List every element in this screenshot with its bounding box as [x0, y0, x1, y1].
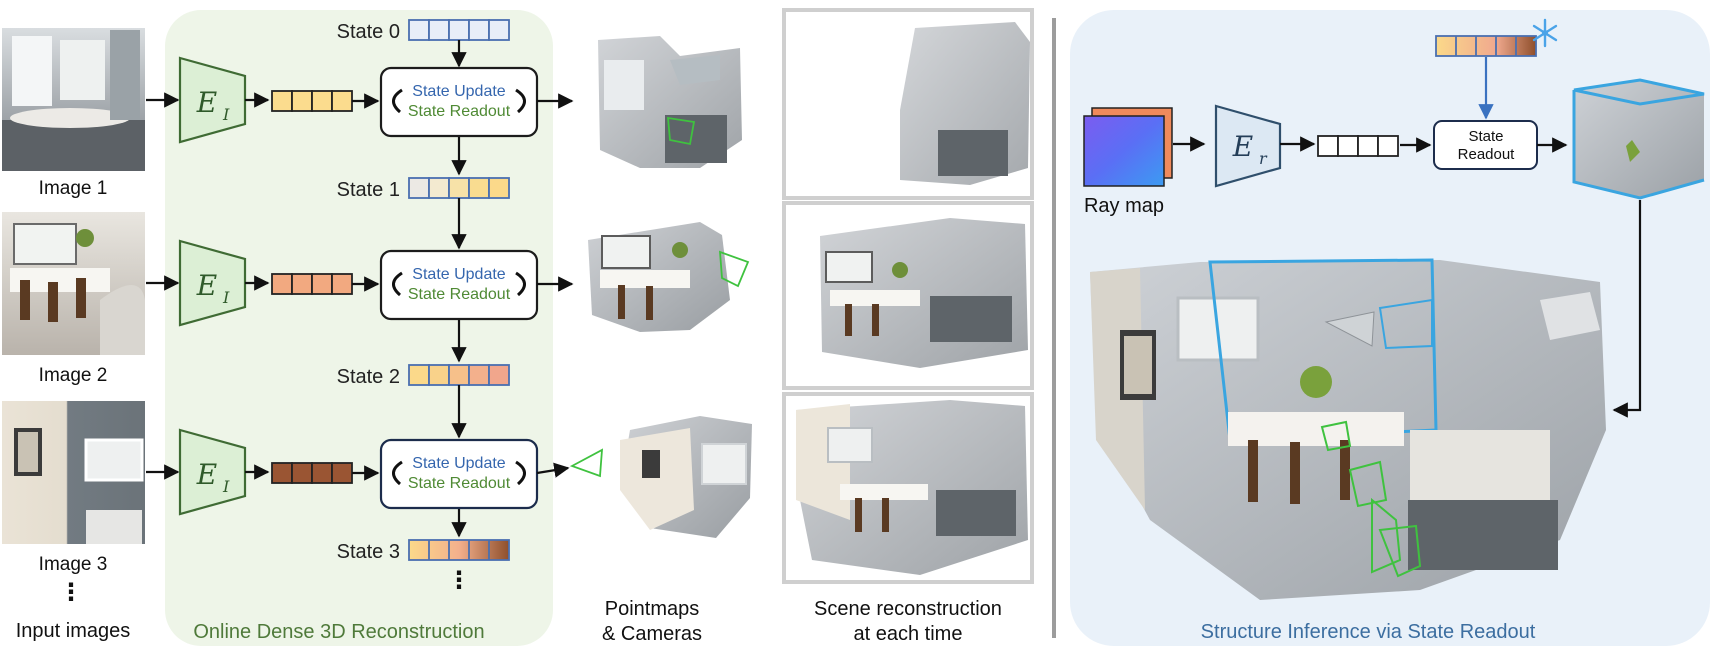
more-states-dots: ⋮	[447, 567, 471, 594]
online-recon-title: Online Dense 3D Reconstruction	[193, 621, 484, 643]
inferred-structure	[1572, 78, 1705, 200]
state-update-3-label: State Update	[412, 455, 506, 472]
pointmaps-label-line1: Pointmaps	[605, 598, 700, 620]
image-2-label: Image 2	[39, 365, 108, 386]
state-update-readout-2: State Update State Readout	[379, 249, 539, 321]
encoder-1: E I	[178, 56, 247, 144]
more-images-dots: ⋮	[59, 579, 83, 606]
ray-encoder-subscript: r	[1259, 149, 1268, 168]
snowflake-icon	[1532, 18, 1558, 48]
image-3-label: Image 3	[39, 554, 108, 575]
input-images-label: Input images	[16, 620, 131, 642]
ray-map	[1083, 107, 1173, 187]
state-readout-box: State Readout	[1433, 120, 1538, 170]
ray-encoder: E r	[1214, 104, 1282, 188]
state-update-1-label: State Update	[412, 83, 506, 100]
state-2-label: State 2	[337, 366, 400, 388]
readout-line1: State	[1468, 128, 1503, 145]
ray-encoder-symbol: E	[1232, 130, 1253, 163]
readout-line2: Readout	[1458, 146, 1516, 163]
state-readout-2-label: State Readout	[408, 286, 511, 303]
scene-recon-label-line2: at each time	[854, 623, 963, 645]
pointmaps-label-line2: & Cameras	[602, 623, 702, 645]
image-tokens-1	[271, 90, 353, 112]
frozen-state-tokens	[1435, 35, 1537, 57]
scene-recon-t1	[782, 8, 1034, 200]
image-1-label: Image 1	[39, 178, 108, 199]
input-image-3	[2, 401, 145, 544]
input-image-1	[2, 28, 145, 171]
state-update-readout-3: State Update State Readout	[379, 438, 539, 510]
ray-map-label: Ray map	[1084, 195, 1164, 217]
state-1-label: State 1	[337, 179, 400, 201]
ray-tokens	[1317, 135, 1399, 157]
state-3-label: State 3	[337, 541, 400, 563]
state-1-tokens	[408, 177, 510, 199]
pointmap-2	[588, 222, 750, 332]
input-image-2	[2, 212, 145, 355]
encoder-2-symbol: E	[196, 269, 217, 302]
encoder-3-subscript: I	[222, 477, 230, 496]
image-tokens-3	[271, 462, 353, 484]
arrow-readout3-pointmap	[536, 462, 570, 478]
state-readout-1-label: State Readout	[408, 103, 511, 120]
scene-recon-t2	[782, 201, 1034, 390]
encoder-2-subscript: I	[222, 288, 230, 307]
structure-inference-title: Structure Inference via State Readout	[1201, 621, 1536, 643]
encoder-1-symbol: E	[196, 86, 217, 119]
encoder-2: E I	[178, 239, 247, 327]
state-0-tokens	[408, 19, 510, 41]
scene-recon-label-line1: Scene reconstruction	[814, 598, 1002, 620]
scene-recon-t3	[782, 392, 1034, 584]
state-0-label: State 0	[337, 21, 400, 43]
arrow-structure-to-scene	[1612, 200, 1642, 418]
state-readout-3-label: State Readout	[408, 475, 511, 492]
image-tokens-2	[271, 273, 353, 295]
state-update-readout-1: State Update State Readout	[379, 66, 539, 138]
encoder-3: E I	[178, 428, 247, 516]
pointmap-1	[598, 36, 742, 168]
full-scene-reconstruction	[1090, 258, 1606, 600]
encoder-3-symbol: E	[196, 458, 217, 491]
pointmap-3	[569, 416, 752, 538]
encoder-1-subscript: I	[222, 105, 230, 124]
state-update-2-label: State Update	[412, 266, 506, 283]
state-3-tokens	[408, 539, 510, 561]
state-2-tokens	[408, 364, 510, 386]
